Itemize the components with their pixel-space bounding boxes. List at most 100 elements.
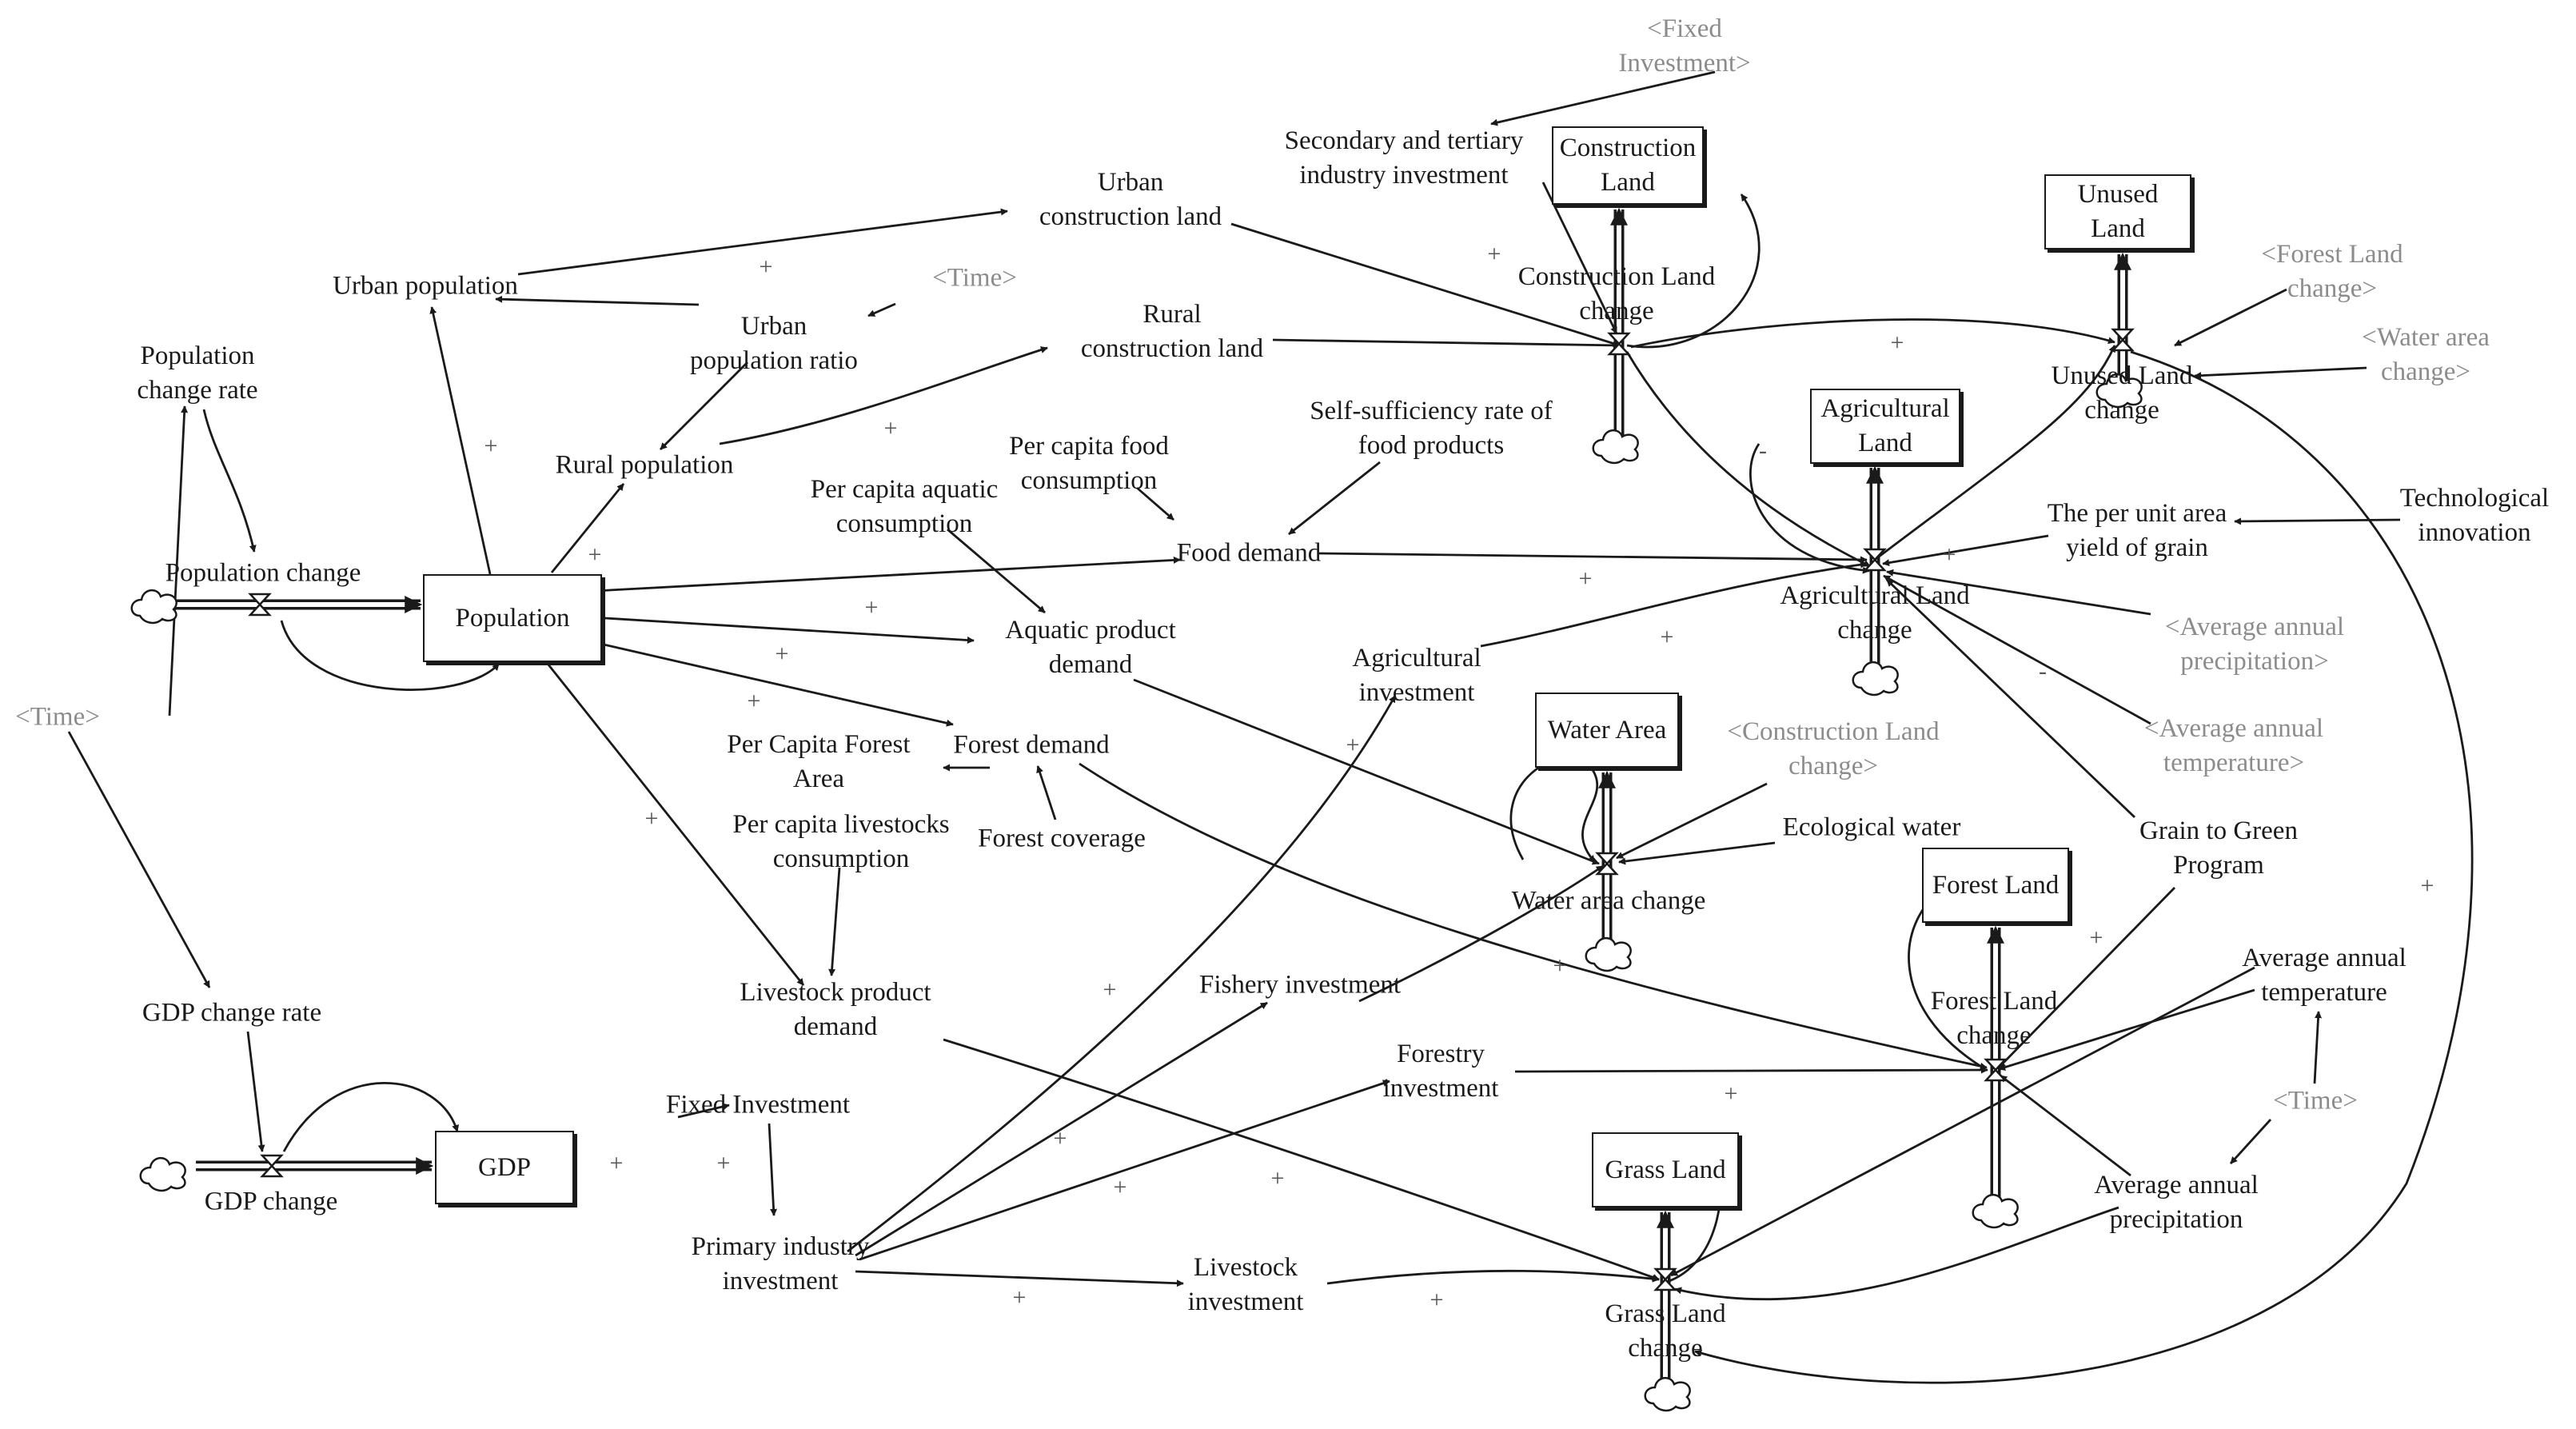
causal-arrow bbox=[847, 695, 1397, 1253]
causal-arrow bbox=[1079, 762, 1988, 1070]
polarity-sign: + bbox=[1012, 1284, 1027, 1311]
flow-valves bbox=[248, 328, 2135, 1291]
var-rural-construction-land: Rural construction land bbox=[1080, 300, 1264, 363]
polarity-sign: + bbox=[1890, 329, 1904, 356]
shadow-water-area-change: <Water area change> bbox=[2362, 323, 2490, 386]
var-fishery-investment: Fishery investment bbox=[1198, 970, 1402, 1000]
stock-construction-land: Construction Land bbox=[1552, 126, 1704, 205]
cloud-icon bbox=[1585, 937, 1632, 972]
var-livestock-investment: Livestock investment bbox=[1187, 1253, 1304, 1316]
var-forestry-investment: Forestry investment bbox=[1382, 1040, 1499, 1103]
polarity-sign: + bbox=[1724, 1080, 1738, 1107]
causal-arrow bbox=[282, 1082, 460, 1152]
valve-icon bbox=[1653, 1267, 1677, 1291]
causal-arrow bbox=[855, 1001, 1268, 1257]
valve-icon bbox=[1984, 1058, 2008, 1082]
polarity-sign: + bbox=[775, 641, 789, 667]
polarity-sign: + bbox=[1430, 1287, 1444, 1313]
polarity-sign: + bbox=[644, 805, 659, 832]
var-per-capita-food-consumption: Per capita food consumption bbox=[1009, 432, 1169, 495]
stock-grass-land: Grass Land bbox=[1592, 1132, 1739, 1207]
polarity-sign: + bbox=[759, 253, 773, 280]
var-urban-construction-land: Urban construction land bbox=[1039, 168, 1222, 231]
var-grass-land-change: Grass Land change bbox=[1605, 1299, 1726, 1363]
causal-arrow bbox=[1883, 574, 2151, 725]
causal-arrow bbox=[1514, 1066, 1988, 1074]
causal-arrow bbox=[1326, 1269, 1660, 1285]
polarity-sign: + bbox=[1942, 541, 1956, 568]
cloud-icon bbox=[139, 1157, 186, 1192]
causal-arrow bbox=[867, 302, 896, 317]
causal-arrow bbox=[1670, 966, 2255, 1277]
var-construction-land-change: Construction Land change bbox=[1517, 262, 1716, 325]
var-urban-population: Urban population bbox=[333, 271, 518, 301]
causal-arrow bbox=[1886, 569, 2151, 616]
valve-icon bbox=[1595, 852, 1619, 876]
stock-population: Population bbox=[423, 574, 602, 662]
flow-pipes bbox=[172, 207, 2131, 1393]
cloud-icon bbox=[1972, 1194, 2019, 1229]
causal-arrow bbox=[202, 409, 257, 553]
var-rural-population: Rural population bbox=[555, 450, 734, 480]
shadow-time-left: <Time> bbox=[15, 702, 100, 732]
causal-arrow bbox=[1036, 765, 1057, 820]
var-per-capita-aquatic-consumption: Per capita aquatic consumption bbox=[810, 475, 999, 538]
shadow-time-top: <Time> bbox=[932, 263, 1017, 293]
causal-arrow bbox=[855, 1270, 1184, 1287]
var-water-area-change: Water area change bbox=[1511, 886, 1706, 916]
polarity-sign: + bbox=[609, 1150, 624, 1176]
causal-arrow bbox=[1133, 678, 1600, 865]
polarity-sign: + bbox=[588, 541, 602, 568]
var-agricultural-investment: Agricultural investment bbox=[1352, 644, 1481, 707]
causal-arrow bbox=[2000, 1074, 2131, 1177]
causal-arrow bbox=[429, 306, 492, 575]
shadow-avg-precipitation: <Average annual precipitation> bbox=[2164, 613, 2345, 676]
var-forest-demand: Forest demand bbox=[953, 730, 1110, 760]
causal-arrow bbox=[1874, 345, 2116, 561]
var-average-annual-temperature: Average annual temperature bbox=[2242, 944, 2407, 1007]
causal-arrow bbox=[1358, 864, 1604, 1003]
causal-arrow bbox=[1674, 1206, 2119, 1301]
causal-arrow bbox=[1616, 782, 1768, 860]
causal-arrow bbox=[1318, 552, 1868, 564]
polarity-sign: + bbox=[1053, 1125, 1067, 1152]
shadow-time-right: <Time> bbox=[2273, 1086, 2358, 1116]
causal-arrow bbox=[1630, 318, 2115, 349]
polarity-sign: + bbox=[1346, 732, 1360, 758]
shadow-fixed-investment: <Fixed Investment> bbox=[1618, 14, 1751, 78]
polarity-sign: + bbox=[747, 688, 761, 714]
var-food-demand: Food demand bbox=[1176, 538, 1322, 568]
polarity-sign: + bbox=[1578, 565, 1593, 592]
causal-arrow bbox=[67, 731, 211, 988]
var-agricultural-land-change: Agricultural Land change bbox=[1780, 581, 1970, 645]
cloud-icon bbox=[1644, 1377, 1691, 1412]
var-average-annual-precipitation: Average annual precipitation bbox=[2094, 1171, 2259, 1234]
valve-icon bbox=[2111, 328, 2135, 352]
var-population-change: Population change bbox=[165, 558, 361, 588]
var-forest-coverage: Forest coverage bbox=[978, 824, 1146, 853]
shadow-forest-land-change: <Forest Land change> bbox=[2261, 240, 2403, 303]
causal-arrow bbox=[546, 663, 805, 986]
polarity-sign: + bbox=[1487, 241, 1501, 267]
var-per-capita-forest-area: Per Capita Forest Area bbox=[727, 730, 911, 793]
causal-arrow bbox=[677, 1103, 730, 1119]
shadow-avg-temperature: <Average annual temperature> bbox=[2143, 714, 2324, 777]
cloud-icon bbox=[1852, 661, 1899, 697]
polarity-sign: - bbox=[2039, 658, 2047, 685]
causal-arrow bbox=[828, 867, 841, 976]
causal-arrow bbox=[2174, 288, 2287, 347]
causal-arrow bbox=[2234, 517, 2401, 525]
causal-arrow bbox=[1618, 841, 1776, 865]
var-self-sufficiency-rate: Self-sufficiency rate of food products bbox=[1310, 397, 1553, 460]
causal-arrow bbox=[1490, 70, 1716, 126]
stock-gdp: GDP bbox=[435, 1131, 574, 1204]
causal-arrow bbox=[2229, 1119, 2272, 1164]
causal-arrow bbox=[1882, 534, 2049, 567]
var-per-unit-area-yield: The per unit area yield of grain bbox=[2047, 499, 2227, 562]
cloud-icon bbox=[2095, 373, 2143, 409]
causal-arrow bbox=[1272, 338, 1621, 349]
shadow-construction-land-change: <Construction Land change> bbox=[1727, 717, 1940, 780]
polarity-sign: + bbox=[716, 1150, 731, 1176]
polarity-sign: + bbox=[1270, 1165, 1285, 1191]
